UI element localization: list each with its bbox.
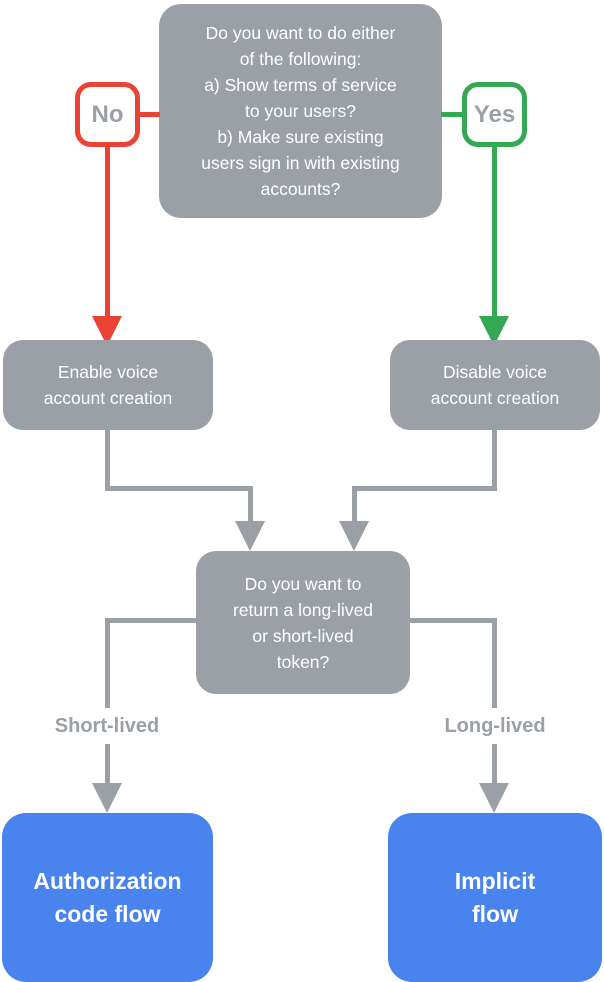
short-lived-label-text: Short-lived bbox=[54, 714, 160, 737]
long-lived-label-text: Long-lived bbox=[444, 714, 546, 737]
disable-merge-line bbox=[352, 486, 497, 491]
no-branch-line bbox=[105, 146, 110, 318]
no-badge-label: No bbox=[91, 100, 124, 128]
implicit-flow-text: Implicit flow bbox=[454, 867, 536, 927]
short-lived-label: Short-lived bbox=[22, 708, 192, 744]
enable-in-line bbox=[248, 486, 253, 522]
disable-in-line bbox=[352, 486, 357, 522]
no-branch-connector bbox=[139, 112, 160, 117]
long-lived-line bbox=[492, 618, 497, 783]
short-lived-connector bbox=[105, 618, 196, 623]
enable-out-line bbox=[105, 430, 110, 491]
short-lived-arrowhead-icon bbox=[92, 783, 122, 813]
disable-voice-box: Disable voice account creation bbox=[390, 340, 600, 430]
authorization-code-flow-text: Authorization code flow bbox=[33, 867, 182, 927]
token-question-text: Do you want to return a long-lived or sh… bbox=[232, 573, 374, 672]
long-lived-label: Long-lived bbox=[410, 708, 580, 744]
long-lived-connector bbox=[410, 618, 497, 623]
yes-badge-label: Yes bbox=[473, 100, 516, 128]
disable-voice-text: Disable voice account creation bbox=[430, 362, 560, 408]
disable-arrowhead-icon bbox=[339, 521, 369, 551]
no-badge: No bbox=[75, 82, 140, 147]
implicit-flow-box: Implicit flow bbox=[388, 813, 602, 982]
enable-merge-line bbox=[105, 486, 253, 491]
enable-voice-box: Enable voice account creation bbox=[3, 340, 213, 430]
yes-branch-connector bbox=[441, 112, 463, 117]
yes-branch-line bbox=[492, 146, 497, 318]
enable-arrowhead-icon bbox=[235, 521, 265, 551]
long-lived-arrowhead-icon bbox=[479, 783, 509, 813]
authorization-code-flow-box: Authorization code flow bbox=[2, 813, 213, 982]
top-question-box: Do you want to do either of the followin… bbox=[159, 4, 442, 218]
token-question-box: Do you want to return a long-lived or sh… bbox=[196, 551, 410, 694]
yes-badge: Yes bbox=[462, 82, 527, 147]
top-question-text: Do you want to do either of the followin… bbox=[201, 23, 400, 199]
disable-out-line bbox=[492, 430, 497, 491]
short-lived-line bbox=[105, 618, 110, 783]
enable-voice-text: Enable voice account creation bbox=[43, 362, 173, 408]
